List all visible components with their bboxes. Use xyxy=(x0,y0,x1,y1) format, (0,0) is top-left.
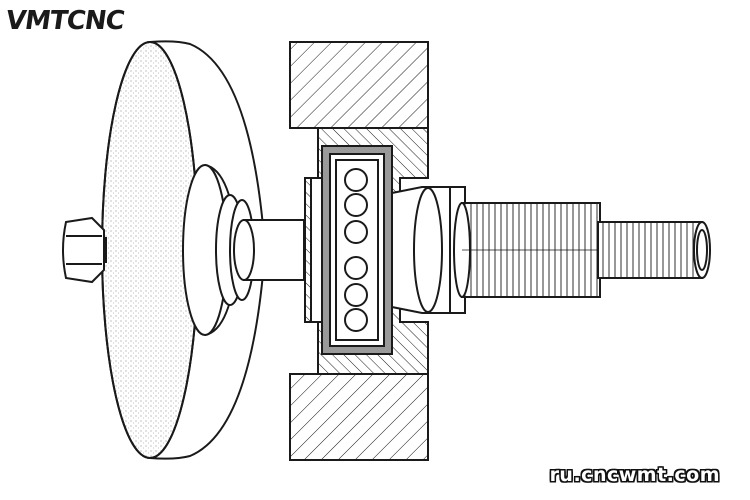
threaded-section xyxy=(453,202,601,298)
spindle-shaft xyxy=(233,219,305,281)
website-watermark: ru.cncwmt.com xyxy=(549,464,720,486)
bearing-balls xyxy=(344,168,368,332)
bearing xyxy=(310,145,393,355)
shaft-end xyxy=(597,221,711,279)
hex-nut-icon xyxy=(62,216,107,284)
spindle-collar xyxy=(391,186,466,314)
brand-logo: VMTCNC xyxy=(3,6,126,36)
